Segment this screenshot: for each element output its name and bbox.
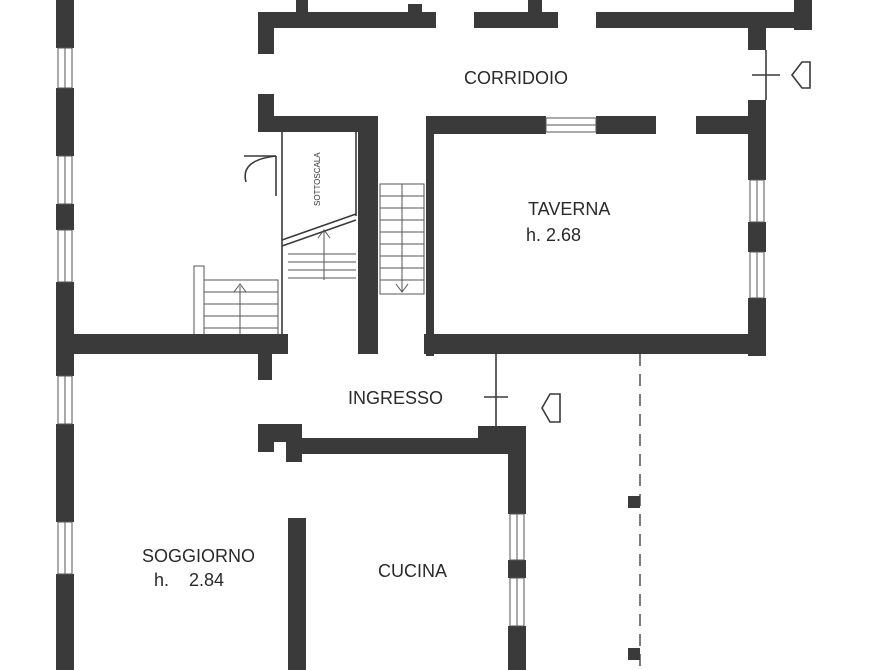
room-label-cucina: CUCINA bbox=[378, 561, 447, 581]
window-left bbox=[57, 47, 73, 575]
stair-flight-down bbox=[379, 183, 425, 295]
entrance-arrow-icon bbox=[790, 61, 811, 89]
corridoio-right-wall bbox=[748, 100, 766, 356]
room-label-taverna: TAVERNA bbox=[528, 199, 610, 219]
stair-flight-up bbox=[193, 265, 279, 337]
sottoscala-area: SOTTOSCALA bbox=[281, 132, 357, 334]
arrow-down-icon bbox=[395, 283, 409, 293]
room-height-taverna: h. 2.68 bbox=[526, 225, 581, 245]
arrow-up-icon bbox=[233, 283, 247, 293]
entrance-arrow-icon bbox=[541, 393, 561, 423]
room-label-soggiorno: SOGGIORNO bbox=[142, 546, 255, 566]
stair-block-walls bbox=[258, 94, 378, 354]
cucina-walls bbox=[258, 424, 526, 670]
corridoio-entrance bbox=[752, 50, 811, 100]
ingresso-entrance bbox=[484, 354, 561, 426]
room-label-ingresso: INGRESSO bbox=[348, 388, 443, 408]
taverna-walls bbox=[424, 116, 766, 356]
room-label-corridoio: CORRIDOIO bbox=[464, 68, 568, 88]
top-walls bbox=[258, 0, 812, 54]
stair-flight-middle bbox=[288, 229, 356, 280]
sottoscala-door bbox=[244, 155, 277, 196]
soggiorno-top-wall bbox=[56, 334, 288, 380]
arrow-up-icon bbox=[317, 229, 331, 239]
stair-label: SOTTOSCALA bbox=[313, 152, 322, 206]
room-height-soggiorno: h. 2.84 bbox=[154, 570, 224, 590]
property-boundary bbox=[628, 354, 641, 670]
